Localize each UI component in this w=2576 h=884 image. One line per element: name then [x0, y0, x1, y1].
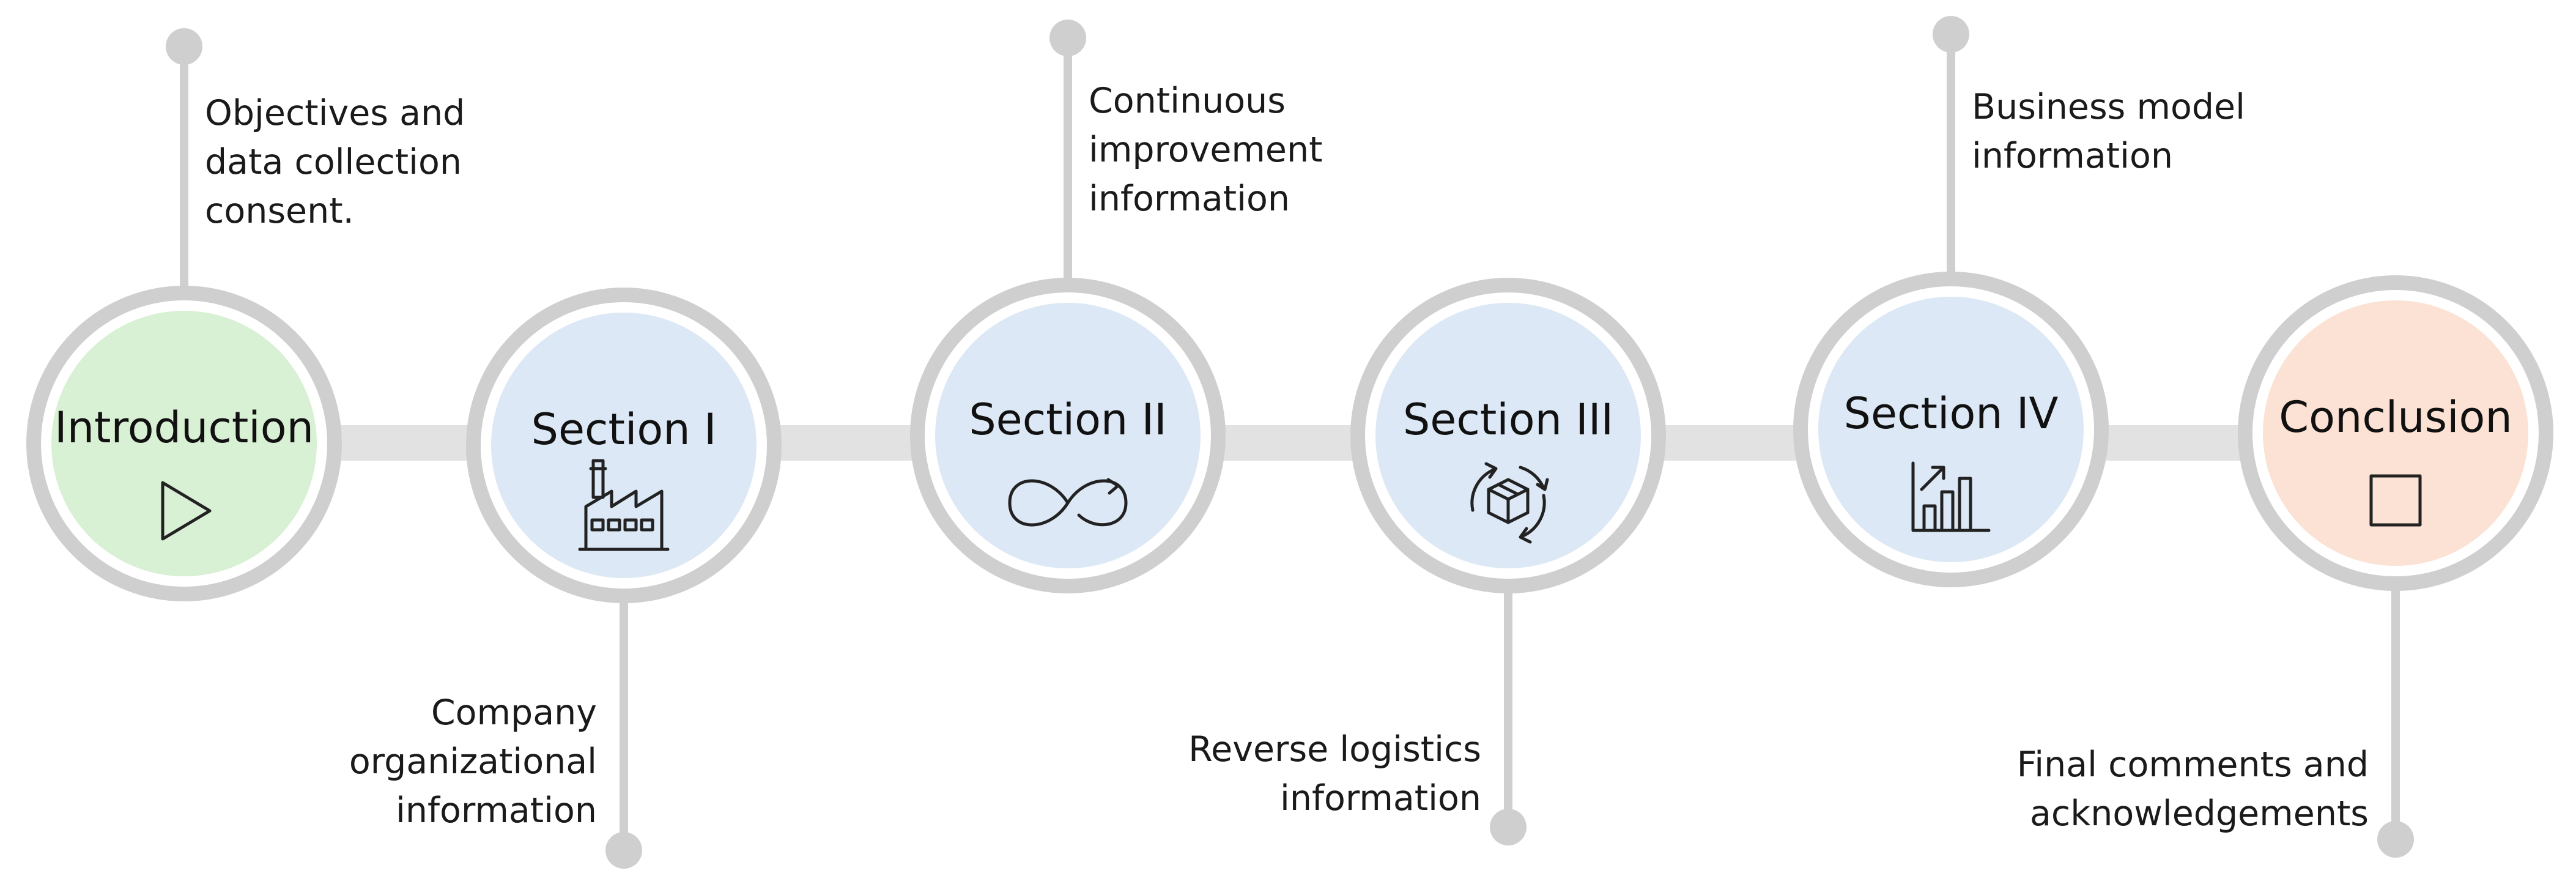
stem-dot [2377, 821, 2414, 858]
step-title: Section IV [1844, 388, 2059, 439]
connector-bar [779, 425, 912, 461]
connector-bar [1664, 425, 1796, 461]
step-description-section-1: Company organizational information [349, 693, 597, 831]
stop-icon [2369, 474, 2422, 527]
stem-dot [166, 28, 202, 65]
step-node-section-3: Section III [1350, 278, 1666, 593]
description-line: Reverse logistics [1188, 729, 1481, 770]
node-fill [935, 303, 1201, 568]
stem-section-2 [1049, 20, 1086, 281]
stem-conclusion [2377, 588, 2414, 858]
step-description-introduction: Objectives and data collection consent. [205, 93, 465, 231]
step-title: Conclusion [2279, 392, 2512, 442]
step-nodes: Introduction Section I Section II Section I… [26, 272, 2553, 603]
stem-dot [1490, 809, 1527, 845]
step-descriptions: Objectives and data collection consent. Com… [205, 81, 2369, 834]
step-title: Section I [531, 404, 717, 455]
description-line: Business model [1972, 87, 2245, 127]
description-line: consent. [205, 191, 354, 231]
step-node-introduction: Introduction [26, 286, 342, 601]
description-line: data collection [205, 142, 462, 182]
connector-bars [339, 425, 2240, 461]
step-title: Section II [969, 395, 1167, 445]
package-cycle-icon [1470, 462, 1549, 544]
description-line: acknowledgements [2030, 793, 2369, 834]
node-fill [491, 313, 757, 578]
step-node-section-1: Section I [466, 288, 782, 603]
step-description-conclusion: Final comments and acknowledgements [2017, 745, 2369, 834]
step-description-section-3: Reverse logistics information [1188, 729, 1481, 819]
stem-lines [166, 16, 2414, 869]
node-fill [1375, 303, 1641, 568]
stem-section-4 [1933, 16, 1969, 275]
step-description-section-4: Business model information [1972, 87, 2245, 176]
play-icon [161, 481, 212, 541]
stem-dot [1049, 20, 1086, 56]
node-fill [1818, 297, 2084, 562]
factory-icon [578, 459, 670, 551]
step-title: Introduction [54, 403, 314, 453]
connector-bar [2106, 425, 2240, 461]
node-fill [2263, 300, 2528, 566]
step-title: Section III [1403, 395, 1613, 445]
description-line: organizational [349, 741, 597, 782]
stem-section-3 [1490, 590, 1527, 845]
infinity-loop-icon [1008, 478, 1128, 527]
description-line: information [1280, 778, 1481, 819]
description-line: information [1972, 136, 2173, 176]
description-line: Final comments and [2017, 745, 2369, 785]
stem-section-1 [605, 600, 642, 869]
step-node-section-2: Section II [910, 278, 1226, 593]
connector-bar [1223, 425, 1353, 461]
description-line: information [1089, 179, 1290, 219]
step-node-section-4: Section IV [1793, 272, 2109, 587]
step-node-conclusion: Conclusion [2238, 275, 2553, 591]
stem-introduction [166, 28, 202, 289]
description-line: Objectives and [205, 93, 465, 133]
bar-chart-growth-icon [1911, 461, 1991, 532]
description-line: Company [431, 693, 597, 733]
step-description-section-2: Continuous improvement information [1089, 81, 1322, 219]
description-line: information [396, 790, 597, 831]
connector-bar [339, 425, 468, 461]
stem-dot [1933, 16, 1969, 53]
node-fill [51, 311, 317, 576]
stem-dot [605, 832, 642, 869]
description-line: Continuous [1089, 81, 1286, 121]
description-line: improvement [1089, 130, 1322, 170]
